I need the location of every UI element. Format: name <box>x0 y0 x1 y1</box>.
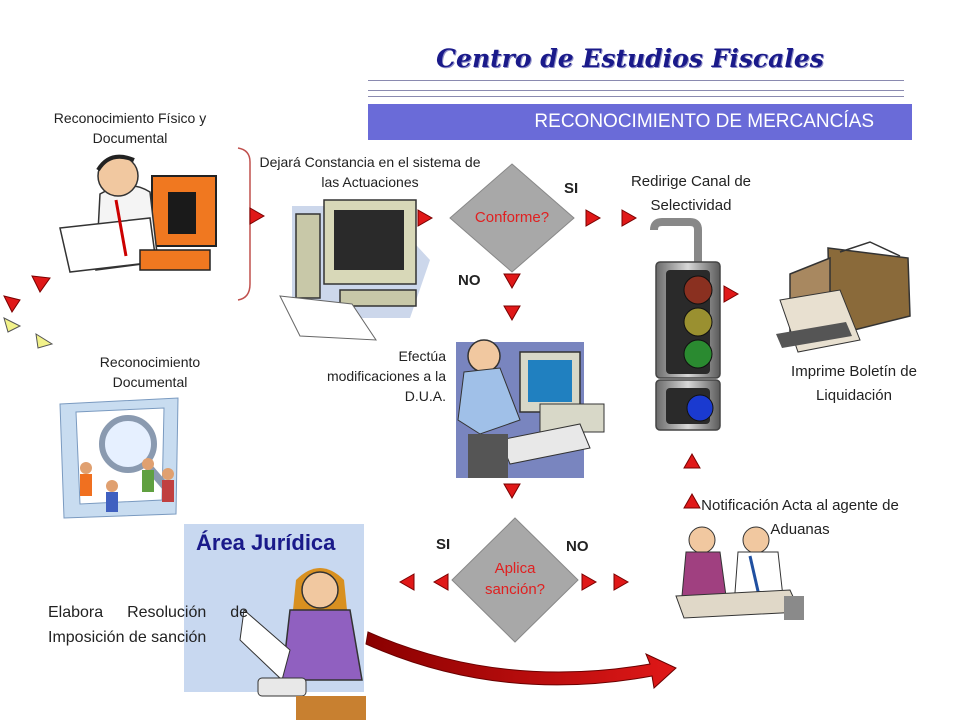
printer-icon <box>776 241 911 353</box>
answer-conforme-si: SI <box>564 180 579 197</box>
clerk-reading-icon <box>59 154 217 273</box>
traffic-light-icon <box>650 218 721 431</box>
arrow-left <box>432 573 449 591</box>
decision-aplica-sancion-text: Aplica sanción? <box>484 560 546 598</box>
flow-arrows <box>3 207 740 591</box>
decision-conforme <box>449 163 575 273</box>
arrow-right <box>581 573 598 591</box>
bracket <box>237 147 251 301</box>
arrow-right <box>585 209 602 227</box>
meeting-icon <box>675 526 804 620</box>
page-title: Centro de Estudios Fiscales <box>436 44 824 73</box>
computer-icon <box>279 199 430 341</box>
arrow-left <box>398 573 415 591</box>
arrow-right <box>417 209 434 227</box>
label-efectua-modificaciones: Efectúa modificaciones a la D.U.A. <box>326 348 446 404</box>
arrow-up <box>31 275 51 293</box>
curved-arrow <box>365 631 677 689</box>
arrow-right <box>723 285 740 303</box>
arrow-up <box>683 452 701 469</box>
label-notificacion-acta: Notificación Acta al agente de Aduanas <box>701 497 899 538</box>
arrow-right <box>249 207 266 225</box>
decision-aplica-sancion <box>451 517 579 643</box>
arrow-down <box>503 273 521 290</box>
arrow-yellow <box>35 333 54 349</box>
arrow-up <box>3 295 21 313</box>
yellow-arrows <box>3 317 54 349</box>
title-rule <box>368 96 904 97</box>
arrow-down <box>503 483 521 500</box>
label-dejara-constancia: Dejará Constancia en el sistema de las A… <box>259 154 481 190</box>
answer-sancion-no: NO <box>566 538 589 555</box>
label-reconocimiento-documental: Reconocimiento Documental <box>99 354 201 390</box>
arrow-up <box>683 492 701 509</box>
decision-conforme-text: Conforme? <box>474 209 550 226</box>
engineer-at-computer-icon <box>456 339 605 478</box>
label-imprime-boletin: Imprime Boletín de Liquidación <box>791 363 917 404</box>
label-redirige-canal: Redirige Canal de Selectividad <box>630 173 752 214</box>
answer-conforme-no: NO <box>458 272 481 289</box>
title-rule <box>368 90 904 91</box>
arrow-down <box>503 305 521 322</box>
title-rule <box>368 80 904 81</box>
arrow-right <box>621 209 638 227</box>
label-elabora-resolucion: Elabora Resolución de Imposición de sanc… <box>48 604 248 646</box>
arrow-right <box>613 573 630 591</box>
label-area-juridica: Área Jurídica <box>196 530 336 555</box>
woman-at-desk-icon <box>239 568 366 720</box>
label-reconocimiento-fisico: Reconocimiento Físico y Documental <box>53 110 207 146</box>
section-banner: RECONOCIMIENTO DE MERCANCÍAS <box>368 104 912 140</box>
document-magnifier-icon <box>59 397 179 519</box>
arrow-yellow <box>3 317 22 333</box>
answer-sancion-si: SI <box>436 536 451 553</box>
